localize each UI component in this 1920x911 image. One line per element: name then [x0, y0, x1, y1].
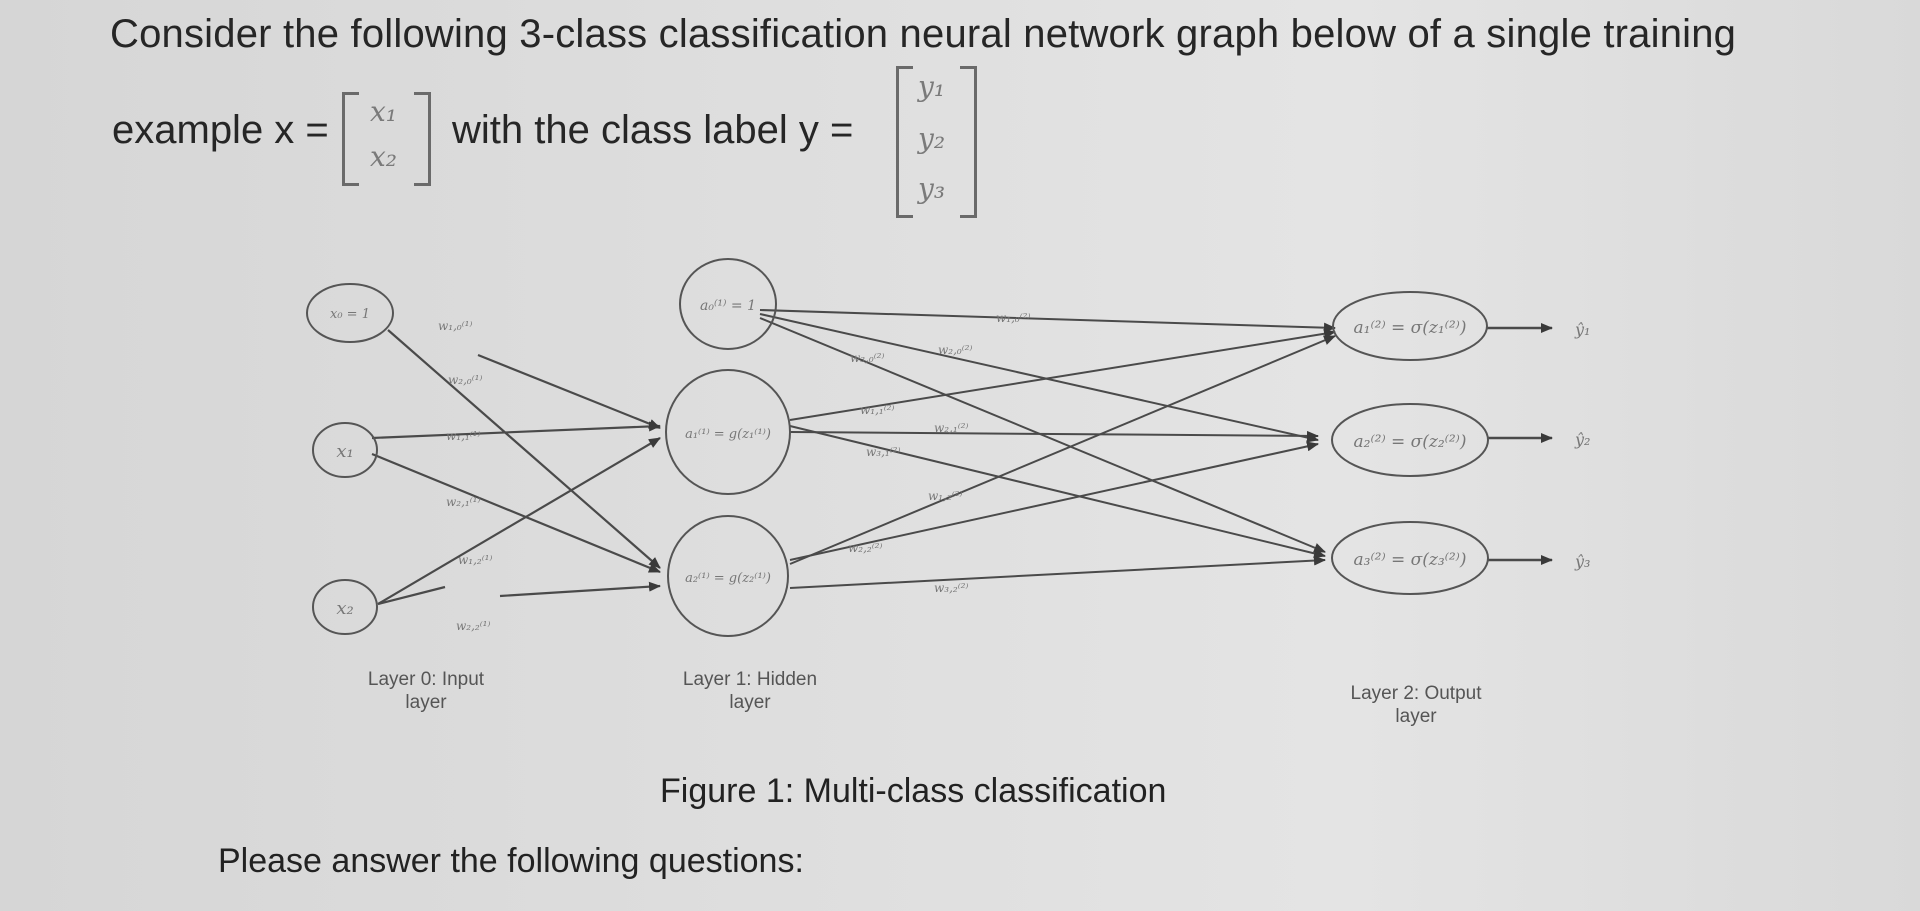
hidden-node-a1-label: a₁⁽¹⁾ = g(z₁⁽¹⁾) [685, 427, 771, 442]
output-arrows [1487, 323, 1553, 565]
edge-x1-a1 [371, 421, 661, 440]
y-vector-left-bracket [896, 66, 913, 218]
layer-label-input: Layer 0: Input layer [336, 668, 516, 714]
weight-w22-1: w₂,₂⁽¹⁾ [456, 619, 490, 633]
weight-w22-2: w₂,₂⁽²⁾ [848, 541, 882, 555]
weight-w20-2: w₂,₀⁽²⁾ [938, 343, 972, 357]
input-layer [306, 283, 394, 635]
edge-x1-a2 [371, 452, 661, 574]
edge-a2-o1 [789, 335, 1336, 565]
x-vector-left-bracket [342, 92, 359, 186]
hidden-node-a2 [667, 515, 789, 637]
output-yhat-1: ŷ₁ [1574, 320, 1590, 339]
x-vector-entry-2: x₂ [370, 140, 398, 173]
weight-w10-1: w₁,₀⁽¹⁾ [438, 319, 472, 333]
layer2-edges [759, 309, 1336, 589]
input-node-x2 [312, 579, 378, 635]
edge-a1-o1 [789, 328, 1336, 421]
output-yhat-3: ŷ₃ [1574, 552, 1590, 571]
hidden-node-a2-label: a₂⁽¹⁾ = g(z₂⁽¹⁾) [685, 571, 771, 586]
output-layer [1331, 291, 1489, 595]
weight-w20-1: w₂,₀⁽¹⁾ [448, 373, 482, 387]
edge-x0-a2 [387, 329, 661, 569]
intro-line2-middle: with the class label y = [452, 108, 854, 152]
y-vector-entry-2: y₂ [918, 122, 946, 155]
output-yhat-2: ŷ₂ [1574, 430, 1590, 449]
edge-a2-o2 [789, 441, 1319, 561]
edge-x2-a1 [377, 437, 661, 605]
hidden-node-a0-label: a₀⁽¹⁾ = 1 [700, 298, 756, 314]
output-node-3 [1331, 521, 1489, 595]
layer-label-output: Layer 2: Output layer [1326, 682, 1506, 728]
weight-w21-2: w₂,₁⁽²⁾ [934, 421, 968, 435]
edge-x2-tail [377, 585, 446, 606]
edge-a1-o2 [789, 430, 1319, 441]
edge-x2-a2 [499, 581, 661, 598]
edge-a2-o3 [789, 555, 1326, 589]
output-node-1 [1332, 291, 1488, 361]
weight-w11-2: w₁,₁⁽²⁾ [860, 403, 894, 417]
weight-w31-2: w₃,₁⁽²⁾ [866, 445, 900, 459]
output-node-2-label: a₂⁽²⁾ = σ(z₂⁽²⁾) [1354, 432, 1467, 452]
input-node-x2-label: x₂ [336, 598, 353, 619]
y-vector-right-bracket [960, 66, 977, 218]
weight-w12-2: w₁,₂⁽²⁾ [928, 489, 962, 503]
weight-w30-2: w₃,₀⁽²⁾ [850, 351, 884, 365]
edge-a1-o3 [789, 425, 1326, 559]
edge-a0-o2 [759, 313, 1319, 443]
x-vector-entry-1: x₁ [370, 95, 398, 128]
weight-w21-1: w₂,₁⁽¹⁾ [446, 495, 480, 509]
y-vector-entry-3: y₃ [918, 172, 946, 205]
layer-label-hidden-line2: layer [729, 692, 771, 713]
input-node-x1-label: x₁ [336, 441, 353, 462]
weight-w11-1: w₁,₁⁽¹⁾ [446, 429, 480, 443]
questions-prompt: Please answer the following questions: [218, 842, 804, 880]
x-vector-right-bracket [414, 92, 431, 186]
layer-label-hidden: Layer 1: Hidden layer [660, 668, 840, 714]
hidden-layer [665, 258, 791, 637]
layer2-weight-labels: w₁,₀⁽²⁾ w₂,₀⁽²⁾ w₃,₀⁽²⁾ w₁,₁⁽²⁾ w₂,₁⁽²⁾ … [848, 311, 1030, 595]
layer-label-input-line2: layer [405, 692, 447, 713]
hidden-node-a0 [679, 258, 777, 350]
weight-w12-1: w₁,₂⁽¹⁾ [458, 553, 492, 567]
layer-label-output-line2: layer [1395, 706, 1437, 727]
edge-a0-o3 [759, 317, 1326, 553]
hidden-node-a1 [665, 369, 791, 495]
input-node-x1 [312, 422, 378, 478]
output-node-1-label: a₁⁽²⁾ = σ(z₁⁽²⁾) [1354, 318, 1467, 338]
intro-line2-prefix: example x = [112, 108, 329, 152]
intro-line-1: Consider the following 3-class classific… [110, 12, 1737, 56]
layer-label-output-line1: Layer 2: Output [1350, 683, 1482, 704]
input-node-x0 [306, 283, 394, 343]
layer-label-input-line1: Layer 0: Input [367, 669, 485, 690]
weight-w10-2: w₁,₀⁽²⁾ [996, 311, 1030, 325]
y-vector-entry-1: y₁ [918, 70, 946, 103]
output-node-3-label: a₃⁽²⁾ = σ(z₃⁽²⁾) [1354, 550, 1467, 570]
input-node-x0-label: x₀ = 1 [330, 307, 370, 322]
output-node-2 [1331, 403, 1489, 477]
edge-a0-o1 [759, 309, 1336, 333]
figure-caption: Figure 1: Multi-class classification [660, 772, 1167, 810]
layer1-edges [371, 329, 661, 606]
weight-w32-2: w₃,₂⁽²⁾ [934, 581, 968, 595]
layer-label-hidden-line1: Layer 1: Hidden [682, 669, 818, 690]
layer1-weight-labels: w₁,₀⁽¹⁾ w₂,₀⁽¹⁾ w₁,₁⁽¹⁾ w₂,₁⁽¹⁾ w₁,₂⁽¹⁾ … [438, 319, 492, 633]
edge-x0-a1 [477, 353, 661, 430]
